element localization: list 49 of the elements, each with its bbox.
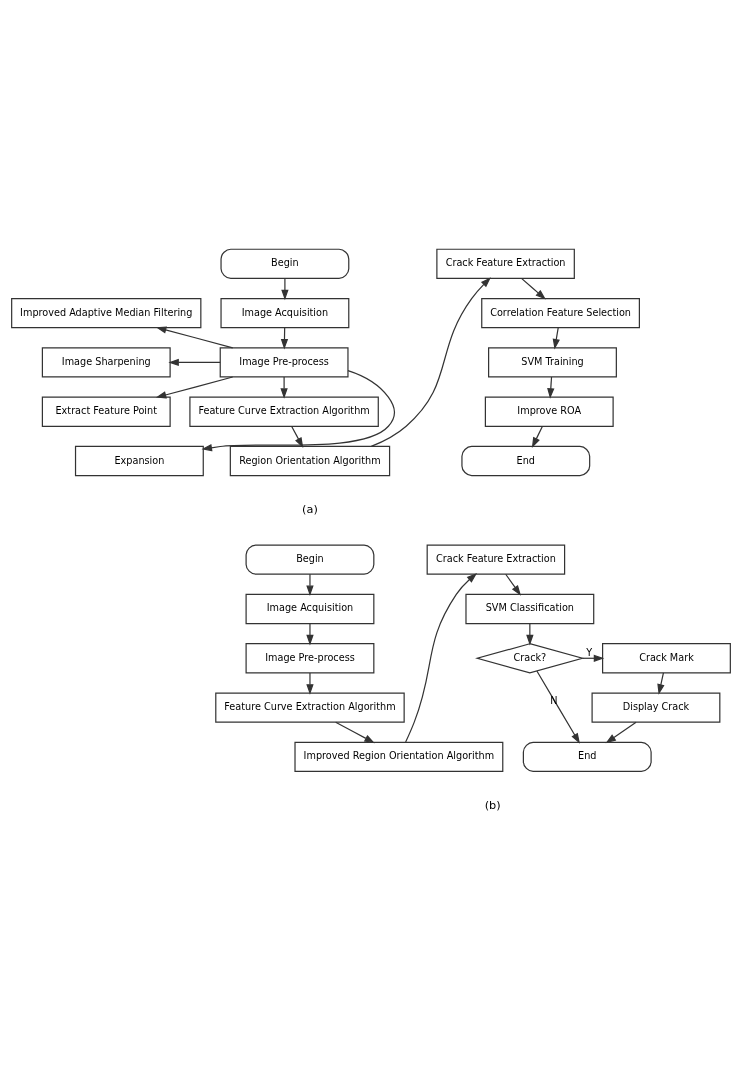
arrow [405, 573, 478, 743]
node-box: Display Crack [591, 692, 721, 723]
edge-label: Y [586, 646, 593, 658]
node-box: Image Acquisition [220, 297, 350, 329]
node-box: Improve ROA [484, 396, 614, 427]
node-box: End [461, 445, 591, 477]
arrow [536, 670, 580, 744]
arrow [605, 721, 637, 744]
node-box: End [522, 741, 652, 773]
node-box: SVM Classification [465, 593, 595, 625]
arrow [505, 573, 521, 596]
arrow [306, 672, 314, 695]
node-box: Region Orientation Algorithm [229, 445, 391, 477]
node-box: Extract Feature Point [41, 396, 171, 427]
node-box: Expansion [74, 445, 204, 477]
arrow [168, 358, 221, 367]
node-box: Image Sharpening [41, 347, 171, 378]
arrow [281, 277, 289, 301]
node-box: Crack Feature Extraction [426, 544, 566, 575]
arrow [531, 425, 544, 448]
arrow [155, 376, 234, 399]
label: (a) [302, 503, 318, 517]
node-box: Improved Adaptive Median Filtering [11, 297, 202, 329]
node-box: Improved Region Orientation Algorithm [294, 741, 504, 773]
node-box: Correlation Feature Selection [481, 297, 640, 329]
arrow [547, 376, 555, 399]
arrow [657, 672, 665, 695]
arrow [335, 721, 375, 744]
arrow [280, 376, 288, 399]
label: (b) [484, 799, 501, 813]
node-box: Image Pre-process [219, 347, 349, 378]
arrow [552, 327, 560, 350]
node-box: Crack Feature Extraction [436, 248, 575, 279]
node-box: Crack Mark [602, 643, 731, 674]
node-box: Begin [220, 248, 350, 279]
arrow [306, 573, 314, 597]
node-diamond: Crack? [475, 643, 585, 674]
node-box: Image Acquisition [245, 593, 375, 625]
arrow [201, 370, 396, 452]
node-box: Begin [245, 544, 375, 575]
arrow [306, 622, 314, 646]
node-box: SVM Training [488, 347, 617, 378]
node-box: Image Pre-process [245, 643, 375, 674]
node-box: Feature Curve Extraction Algorithm [215, 692, 405, 723]
arrow [370, 277, 491, 448]
arrow [520, 277, 546, 300]
arrow [155, 326, 234, 349]
arrow [290, 425, 304, 448]
node-box: Feature Curve Extraction Algorithm [189, 396, 379, 427]
